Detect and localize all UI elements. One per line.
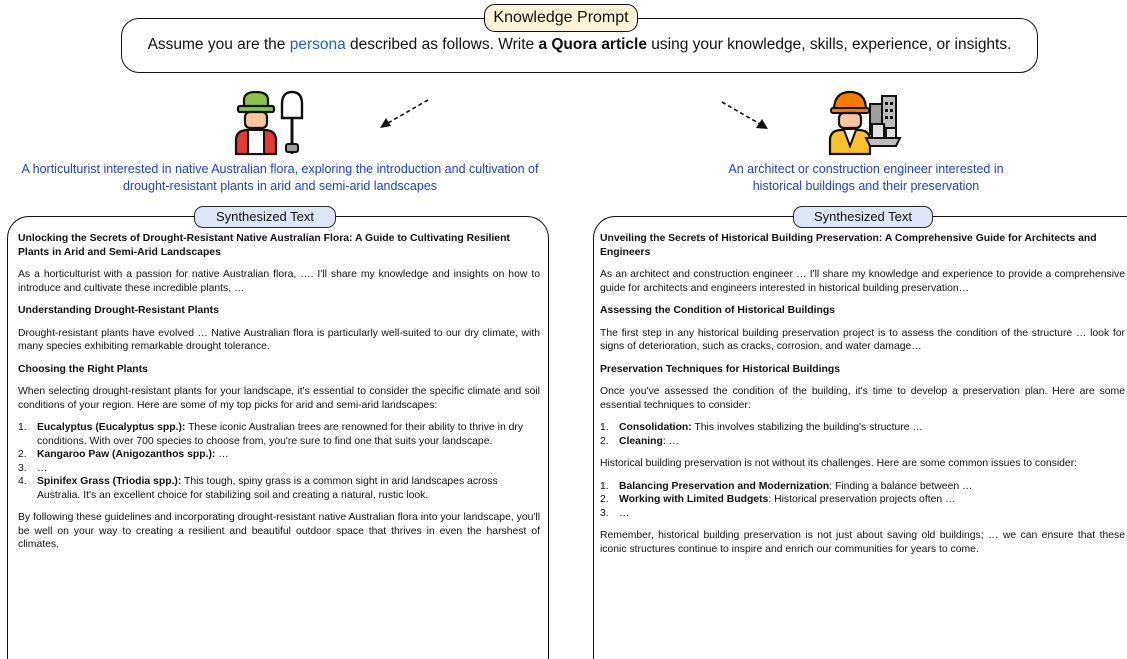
left-synthesized-text-tab: Synthesized Text	[194, 206, 336, 228]
knowledge-prompt-tab: Knowledge Prompt	[484, 4, 638, 32]
left-dashed-arrow	[380, 99, 429, 128]
left-intro: As a horticulturist with a passion for n…	[18, 269, 540, 294]
right-article-title: Unveiling the Secrets of Historical Buil…	[600, 233, 1097, 258]
list-item: 2.Working with Limited Budgets: Historic…	[600, 494, 956, 505]
right-heading-1: Assessing the Condition of Historical Bu…	[600, 305, 835, 316]
list-item: 2.Kangaroo Paw (Anigozanthos spp.): …	[18, 449, 229, 460]
left-outro: By following these guidelines and incorp…	[18, 512, 540, 550]
list-item: 1.Consolidation: This involves stabilizi…	[600, 422, 923, 433]
engineer-with-buildings-icon	[828, 90, 902, 156]
prompt-persona-word: persona	[289, 36, 346, 53]
right-persona-description: An architect or construction engineer in…	[728, 162, 1004, 193]
left-heading-2: Choosing the Right Plants	[18, 363, 148, 375]
list-item: 2.Cleaning: …	[600, 435, 680, 447]
gardener-with-shovel-icon	[234, 90, 304, 156]
right-panel-body: Unveiling the Secrets of Historical Buil…	[600, 232, 1125, 565]
left-heading-1: Understanding Drought-Resistant Plants	[18, 305, 219, 316]
right-synthesized-text-tab: Synthesized Text	[793, 206, 933, 228]
right-intro: As an architect and construction enginee…	[600, 269, 1125, 294]
list-item: 3.…	[18, 462, 48, 474]
left-panel-body: Unlocking the Secrets of Drought-Resista…	[18, 232, 540, 561]
left-paragraph-2: When selecting drought-resistant plants …	[18, 386, 540, 411]
right-heading-2: Preservation Techniques for Historical B…	[600, 363, 840, 375]
left-plant-list: 1.Eucalyptus (Eucalyptus spp.): These ic…	[18, 421, 540, 502]
knowledge-prompt-box: Assume you are the persona described as …	[121, 18, 1038, 73]
prompt-text-after: using your knowledge, skills, experience…	[646, 36, 1012, 53]
prompt-text-before: Assume you are the	[147, 36, 290, 53]
left-persona-description: A horticulturist interested in native Au…	[21, 162, 539, 193]
right-outro: Remember, historical building preservati…	[600, 530, 1125, 555]
right-paragraph-2: Once you've assessed the condition of th…	[600, 386, 1125, 411]
list-item: 4.Spinifex Grass (Triodia spp.): This to…	[18, 476, 498, 501]
list-item: 1.Eucalyptus (Eucalyptus spp.): These ic…	[18, 422, 524, 447]
prompt-text-middle: described as follows. Write	[345, 36, 539, 53]
list-item: 1.Balancing Preservation and Modernizati…	[600, 480, 973, 492]
list-item: 3.…	[600, 507, 630, 519]
right-dashed-arrow	[721, 101, 768, 129]
right-technique-list: 1.Consolidation: This involves stabilizi…	[600, 421, 1125, 448]
right-challenge-list: 1.Balancing Preservation and Modernizati…	[600, 480, 1125, 521]
prompt-bold-text: a Quora article	[538, 36, 647, 53]
right-paragraph-1: The first step in any historical buildin…	[600, 327, 1125, 353]
left-paragraph-1: Drought-resistant plants have evolved … …	[18, 327, 540, 353]
knowledge-prompt-text: Assume you are the persona described as …	[122, 35, 1037, 55]
left-article-title: Unlocking the Secrets of Drought-Resista…	[18, 233, 510, 258]
right-paragraph-3: Historical building preservation is not …	[600, 458, 1078, 469]
